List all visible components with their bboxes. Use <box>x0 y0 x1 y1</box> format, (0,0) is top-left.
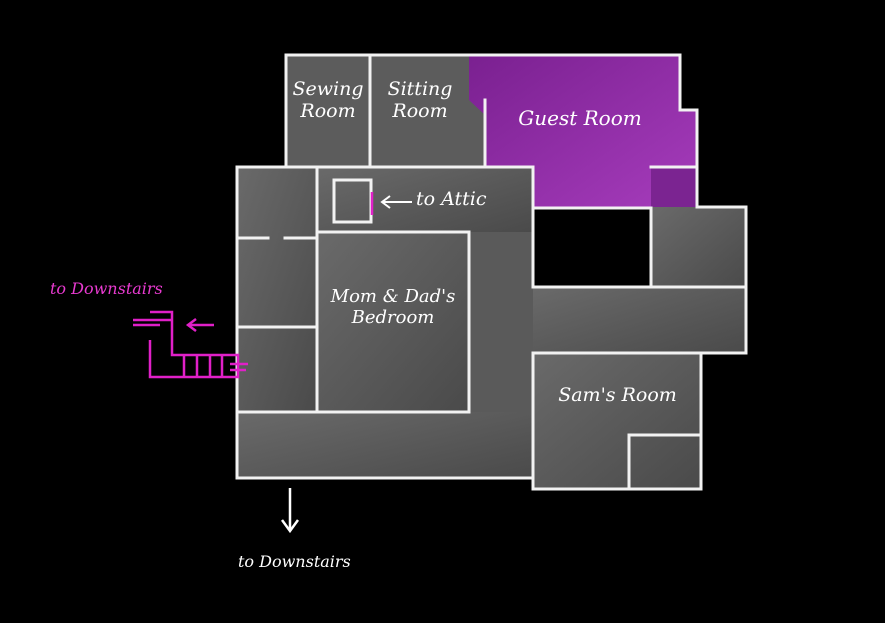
east-hall-fill <box>533 287 745 353</box>
room-label-parents: Mom & Dad's Bedroom <box>330 286 456 328</box>
downstairs-bottom-arrow-icon <box>280 488 300 534</box>
sewing-room-fill <box>286 55 370 167</box>
walls <box>235 53 748 491</box>
sitting-room-fill <box>370 55 485 167</box>
room-label-sewing: Sewing Room <box>292 78 364 122</box>
attic-arrow-icon <box>380 195 412 209</box>
downstairs-bottom-label: to Downstairs <box>238 552 351 571</box>
west-wing-fill <box>237 167 317 412</box>
sams-room-fill <box>533 353 701 489</box>
attic-label: to Attic <box>416 188 487 210</box>
guest-closet-fill <box>651 167 697 207</box>
downstairs-left-arrow-icon <box>185 318 214 332</box>
center-hall-fill <box>469 232 533 412</box>
room-label-sitting: Sitting Room <box>387 78 453 122</box>
parents-bedroom-fill <box>317 232 469 412</box>
guest-room-fill <box>469 55 697 208</box>
room-label-sam: Sam's Room <box>558 384 677 406</box>
east-room-fill <box>651 207 746 287</box>
room-label-guest: Guest Room <box>518 106 642 130</box>
downstairs-left-label: to Downstairs <box>50 279 163 298</box>
south-hall-fill <box>237 412 533 478</box>
room-fills <box>237 55 746 489</box>
west-stairs-icon <box>133 310 248 379</box>
